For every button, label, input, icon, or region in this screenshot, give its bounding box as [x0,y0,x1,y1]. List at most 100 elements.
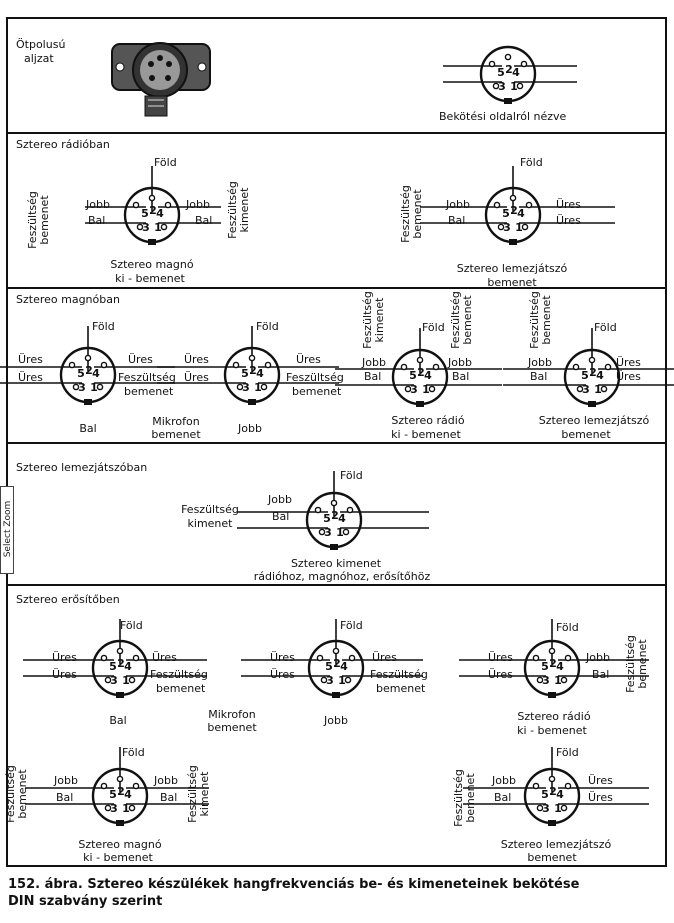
pin-number: 1 [122,802,130,815]
pin-number: 1 [554,802,562,815]
label-feszultseg-kimenet-line2: kimenet [373,297,386,343]
pin-number: 3 [582,383,590,396]
label-bal: Bal [79,422,96,435]
pin-number: 2 [117,785,125,798]
label-feszultseg-bemenet-line1: Feszültség [26,191,39,249]
label-bal: Bal [592,668,609,681]
label-bemenet: bemenet [376,682,426,695]
label-bemenet: bemenet [124,385,174,398]
label-jobb: Jobb [267,493,292,506]
label-feszultseg-bemenet-line2: bemenet [540,295,553,345]
label-fold: Föld [422,321,445,334]
pin-number: 1 [554,674,562,687]
pin-number: 3 [498,80,506,93]
label-feszultseg-bemenet-line2: bemenet [464,773,477,823]
socket-label-line2: aljzat [24,52,54,65]
label-bal: Bal [448,214,465,227]
pin-number: 3 [110,802,118,815]
pin-number: 5 [325,660,333,673]
label-bal: Bal [530,370,547,383]
pin-number: 5 [581,369,589,382]
label-feszultseg-bemenet-line1: Feszültség [399,185,412,243]
label-feszultseg: Feszültség [150,668,208,681]
label-ures: Üres [270,668,295,681]
pin-number: 5 [77,367,85,380]
pin-number: 3 [326,674,334,687]
pin-number: 2 [85,364,93,377]
label-jobb: Jobb [445,198,470,211]
select-zoom-tab[interactable]: Select Zoom [0,486,14,574]
label-ki-bemenet: ki - bemenet [517,724,587,737]
pin-number: 4 [340,660,348,673]
pin-number: 4 [156,207,164,220]
pin-number: 1 [154,221,162,234]
pin-number: 3 [542,802,550,815]
label-ki-bemenet: ki - bemenet [391,428,461,441]
label-bal: Bal [88,214,105,227]
label-ures: Üres [556,198,581,211]
label-ki-bemenet: ki - bemenet [83,851,153,864]
label-kimenet-targets: rádióhoz, magnóhoz, erősítőhöz [254,570,431,583]
label-bemenet: bemenet [156,682,206,695]
label-sztereo-lemezjatszo: Sztereo lemezjátszó [501,838,612,851]
label-jobb: Jobb [491,774,516,787]
label-kimenet: kimenet [188,517,234,530]
label-fold: Föld [122,746,145,759]
label-fold: Föld [154,156,177,169]
pin-number: 5 [541,788,549,801]
label-sztereo-magno: Sztereo magnó [78,838,162,851]
label-bal: Bal [56,791,73,804]
label-jobb: Jobb [85,198,110,211]
pin-number: 2 [417,366,425,379]
label-jobb: Jobb [185,198,210,211]
label-feszultseg-bemenet-line1: Feszültség [4,765,17,823]
pin-number: 4 [124,660,132,673]
label-bal: Bal [195,214,212,227]
label-feszultseg: Feszültség [181,503,239,516]
label-sztereo-kimenet: Sztereo kimenet [291,557,382,570]
label-bemenet: bemenet [487,276,537,289]
socket-illustration [111,42,211,117]
pin-number: 4 [517,207,525,220]
pin-number: 2 [331,509,339,522]
label-fold: Föld [556,621,579,634]
pin-number: 2 [589,366,597,379]
pin-number: 4 [256,367,264,380]
label-fold: Föld [340,469,363,482]
pin-number: 5 [502,207,510,220]
pin-number: 5 [497,66,505,79]
label-bal: Bal [494,791,511,804]
pin-number: 2 [149,204,157,217]
label-ures: Üres [18,353,43,366]
label-bal: Bal [452,370,469,383]
label-ures: Üres [184,371,209,384]
pin-number: 5 [141,207,149,220]
label-feszultseg-bemenet-line1: Feszültség [452,769,465,827]
label-feszultseg: Feszültség [118,371,176,384]
label-feszultseg-bemenet-line2: bemenet [38,195,51,245]
label-feszultseg-bemenet-line2: bemenet [636,639,649,689]
label-jobb: Jobb [53,774,78,787]
pin-number: 5 [241,367,249,380]
pin-number: 2 [117,657,125,670]
label-feszultseg-bemenet-line1: Feszültség [449,291,462,349]
pin-number: 3 [324,526,332,539]
label-feszultseg-bemenet-line2: bemenet [16,769,29,819]
label-sztereo-lemezjatszo: Sztereo lemezjátszó [539,414,650,427]
label-jobb: Jobb [585,651,610,664]
pin-number: 2 [549,785,557,798]
label-feszultseg: Feszültség [370,668,428,681]
pin-number: 3 [410,383,418,396]
label-feszultseg-kimenet-line1: Feszültség [226,181,239,239]
pin-number: 1 [515,221,523,234]
label-feszultseg-bemenet-line1: Feszültség [624,635,637,693]
label-feszultseg-bemenet-line2: bemenet [461,295,474,345]
figure-caption-line2: DIN szabvány szerint [8,894,163,909]
label-sztereo-radio: Sztereo rádió [391,414,464,427]
